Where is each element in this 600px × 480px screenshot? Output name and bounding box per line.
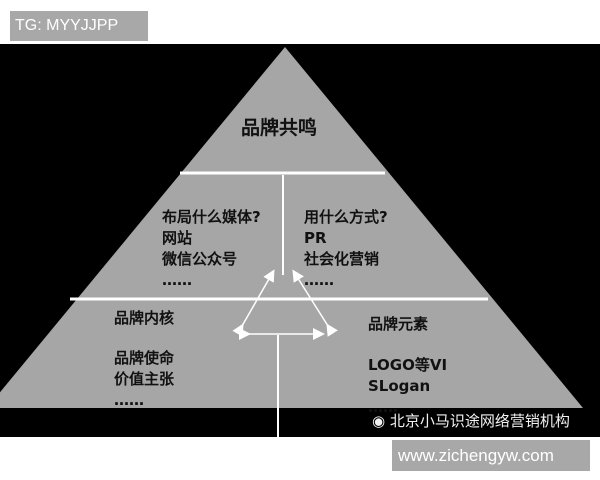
bottom-left-block: 品牌使命 价值主张 …… [114, 348, 174, 411]
weibo-watermark: ◉ 北京小马识途网络营销机构 [372, 410, 570, 431]
arrow-left [232, 269, 275, 337]
bottom-left-title: 品牌内核 [114, 309, 175, 327]
bottom-right-line: SLogan [368, 377, 431, 395]
middle-right-line: 用什么方式? [304, 208, 388, 226]
middle-left-line: 网站 [162, 229, 193, 247]
tag-label: TG: MYYJJPP [10, 11, 148, 41]
bottom-right-line: …… [368, 398, 398, 416]
middle-left-line: 微信公众号 [162, 250, 238, 268]
middle-right-block: 用什么方式? PR 社会化营销 …… [304, 207, 388, 291]
middle-right-line: 社会化营销 [304, 250, 380, 268]
middle-right-line: PR [304, 229, 327, 247]
bottom-left-line: 品牌使命 [114, 349, 175, 367]
pyramid-shape [0, 47, 583, 408]
top-title: 品牌共鸣 [241, 117, 318, 139]
bottom-right-block: LOGO等VI SLogan …… [368, 355, 447, 418]
bottom-right-line: LOGO等VI [368, 356, 448, 374]
bottom-right-title: 品牌元素 [368, 315, 429, 333]
middle-left-line: …… [162, 271, 192, 289]
middle-left-line: 布局什么媒体? [162, 208, 261, 226]
bottom-left-line: …… [114, 391, 144, 409]
arrow-right [292, 269, 338, 337]
weibo-icon: ◉ [372, 412, 390, 430]
footer-url: www.zichengyw.com [392, 440, 590, 471]
middle-left-block: 布局什么媒体? 网站 微信公众号 …… [162, 207, 261, 291]
watermark-text: 北京小马识途网络营销机构 [389, 412, 570, 430]
middle-right-line: …… [304, 271, 334, 289]
bottom-left-line: 价值主张 [114, 370, 175, 388]
